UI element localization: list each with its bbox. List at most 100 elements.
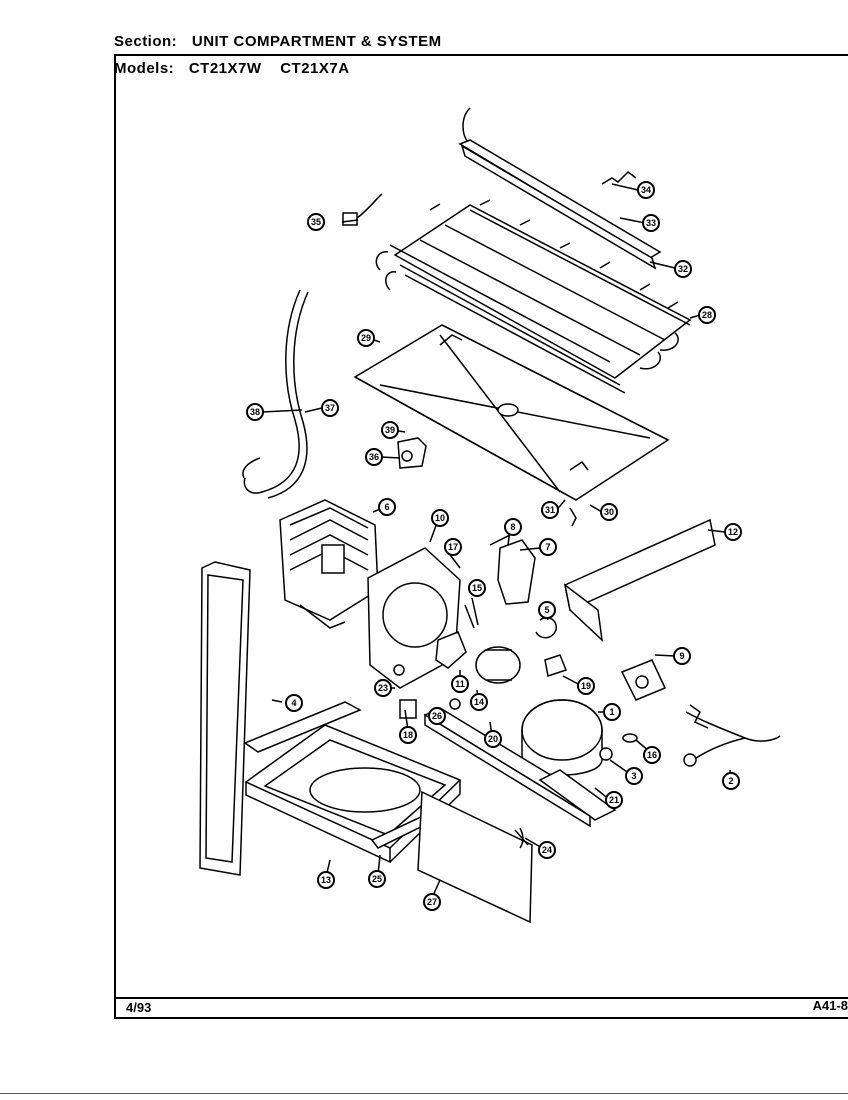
svg-text:27: 27 <box>427 897 437 907</box>
callout-28: 28 <box>698 306 716 324</box>
clip-31-drawing <box>569 507 577 527</box>
svg-text:14: 14 <box>474 697 484 707</box>
models-label: Models: <box>114 60 175 77</box>
callout-17: 17 <box>444 538 462 556</box>
callout-35: 35 <box>307 213 325 231</box>
svg-text:25: 25 <box>372 874 382 884</box>
model-number: CT21X7W <box>188 60 262 77</box>
callout-14: 14 <box>470 693 488 711</box>
svg-text:18: 18 <box>403 730 413 740</box>
grommet-19-drawing <box>449 698 461 710</box>
svg-text:20: 20 <box>488 734 498 744</box>
callout-38: 38 <box>246 403 264 421</box>
svg-text:10: 10 <box>435 513 445 523</box>
callout-15: 15 <box>468 579 486 597</box>
condenser-rail-drawing <box>458 107 662 270</box>
callout-37: 37 <box>321 399 339 417</box>
svg-text:4: 4 <box>291 698 296 708</box>
callout-27: 27 <box>423 893 441 911</box>
callout-1: 1 <box>603 703 621 721</box>
callout-34: 34 <box>637 181 655 199</box>
svg-text:12: 12 <box>728 527 738 537</box>
section-heading: Section: UNIT COMPARTMENT & SYSTEM <box>114 33 442 50</box>
callout-30: 30 <box>600 503 618 521</box>
page-edge-rule <box>0 1093 848 1094</box>
callout-6: 6 <box>378 498 396 516</box>
date-code: 4/93 <box>126 1000 152 1015</box>
svg-text:16: 16 <box>647 750 657 760</box>
clamp-9-drawing <box>535 616 557 639</box>
callout-13: 13 <box>317 871 335 889</box>
svg-text:13: 13 <box>321 875 331 885</box>
callout-3: 3 <box>625 767 643 785</box>
callout-20: 20 <box>484 730 502 748</box>
svg-text:34: 34 <box>641 185 651 195</box>
svg-text:29: 29 <box>361 333 371 343</box>
leader-lines <box>261 183 731 899</box>
fan-motor-drawing <box>435 597 521 684</box>
svg-text:1: 1 <box>609 707 614 717</box>
compressor-drawing <box>521 699 603 776</box>
svg-text:2: 2 <box>728 776 733 786</box>
heat-exchanger-drawing <box>279 499 379 629</box>
grommet-3-drawing <box>622 733 638 743</box>
drain-pan-drawing <box>353 324 670 501</box>
svg-text:8: 8 <box>510 522 515 532</box>
side-panel-drawing <box>199 561 251 876</box>
relay-18-drawing <box>399 699 417 719</box>
svg-text:24: 24 <box>542 845 552 855</box>
callout-19: 19 <box>577 677 595 695</box>
condensate-tray-drawing <box>243 701 462 864</box>
svg-text:7: 7 <box>545 542 550 552</box>
condenser-coil-drawing <box>375 199 692 394</box>
callout-23: 23 <box>374 679 392 697</box>
diagram-frame <box>114 54 848 1019</box>
svg-text:11: 11 <box>455 679 465 689</box>
callout-31: 31 <box>541 501 559 519</box>
callout-25: 25 <box>368 870 386 888</box>
callout-26: 26 <box>428 707 446 725</box>
svg-text:33: 33 <box>646 218 656 228</box>
svg-text:19: 19 <box>581 681 591 691</box>
callout-9: 9 <box>673 647 691 665</box>
callout-36: 36 <box>365 448 383 466</box>
svg-text:26: 26 <box>432 711 442 721</box>
callout-29: 29 <box>357 329 375 347</box>
svg-text:9: 9 <box>679 651 684 661</box>
mounting-rail-drawing <box>563 518 716 642</box>
relay-drawing <box>489 534 536 605</box>
svg-text:5: 5 <box>544 605 549 615</box>
svg-text:17: 17 <box>448 542 458 552</box>
section-label: Section: <box>114 33 178 50</box>
svg-text:21: 21 <box>609 795 619 805</box>
callout-16: 16 <box>643 746 661 764</box>
svg-text:3: 3 <box>631 771 636 781</box>
svg-text:31: 31 <box>545 505 555 515</box>
svg-text:38: 38 <box>250 407 260 417</box>
grommet-11-drawing <box>393 664 405 676</box>
callout-4: 4 <box>285 694 303 712</box>
grommet-21-drawing <box>599 747 613 761</box>
bracket-5-drawing <box>544 654 567 677</box>
svg-text:6: 6 <box>384 502 389 512</box>
svg-text:30: 30 <box>604 507 614 517</box>
svg-text:36: 36 <box>369 452 379 462</box>
svg-text:37: 37 <box>325 403 335 413</box>
model-number: CT21X7A <box>280 60 350 77</box>
svg-text:32: 32 <box>678 264 688 274</box>
callout-5: 5 <box>538 601 556 619</box>
wiring-harness-drawing <box>683 704 781 767</box>
defrost-timer-drawing <box>620 659 667 701</box>
svg-text:39: 39 <box>385 425 395 435</box>
svg-text:23: 23 <box>378 683 388 693</box>
callout-32: 32 <box>674 260 692 278</box>
callout-7: 7 <box>539 538 557 556</box>
page-code: A41-8 <box>812 998 848 1013</box>
base-rail-drawing <box>423 707 617 828</box>
bracket-36-drawing <box>397 437 427 469</box>
callout-2: 2 <box>722 772 740 790</box>
svg-text:28: 28 <box>702 310 712 320</box>
callout-33: 33 <box>642 214 660 232</box>
section-value: UNIT COMPARTMENT & SYSTEM <box>191 33 442 50</box>
